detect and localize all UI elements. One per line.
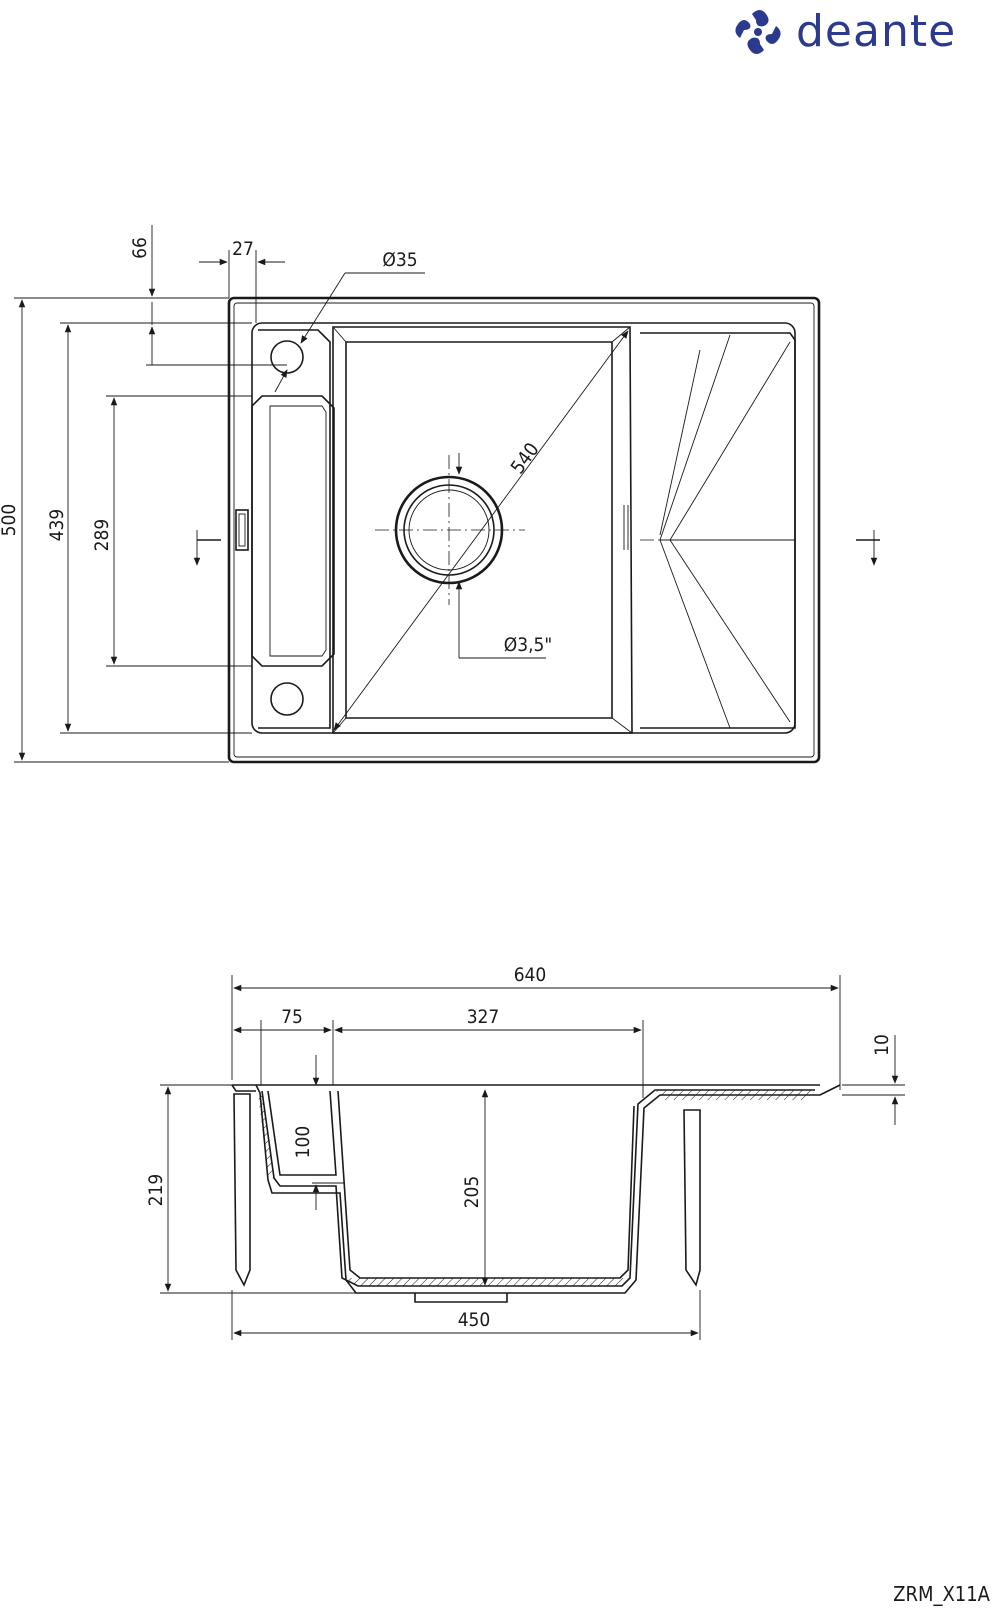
sink-inner-rim — [233, 302, 815, 758]
section-marker-left — [193, 530, 221, 566]
sink-outer-rim — [227, 296, 821, 764]
tap-hole-bottom — [270, 682, 304, 716]
dim-cabinet-width: 450 — [458, 1309, 491, 1331]
dim-width-total: 640 — [514, 964, 547, 986]
dim-depth-total: 500 — [0, 504, 20, 537]
worktop-left — [233, 1093, 251, 1287]
left-ledge — [251, 329, 335, 729]
dim-ledge-width: 75 — [281, 1006, 303, 1028]
dim-rim-thickness: 10 — [871, 1034, 893, 1056]
dim-bowl-depth-outer: 439 — [46, 509, 68, 542]
section-view: 640 75 327 10 219 100 205 450 — [145, 964, 905, 1340]
drawing-code: ZRM_X11A — [893, 1582, 991, 1606]
dim-tap-hole-inset: 27 — [232, 238, 254, 260]
drainer-board — [640, 332, 796, 729]
dim-drainer-slot-length: 289 — [91, 519, 113, 552]
dim-bowl-diagonal: 540 — [507, 439, 544, 478]
brand-logo: deante — [735, 6, 956, 57]
dim-tap-hole-diameter: Ø35 — [382, 249, 417, 271]
tap-hole-top — [270, 340, 304, 374]
drainer-slot — [251, 395, 335, 667]
dim-bowl-width: 327 — [467, 1006, 500, 1028]
dim-drain-diameter: Ø3,5" — [504, 634, 552, 656]
dim-tap-hole-offset: 66 — [129, 237, 151, 259]
overflow-slot — [235, 509, 249, 551]
dim-ledge-depth: 100 — [292, 1126, 314, 1159]
top-view: 500 439 289 66 27 Ø35 540 — [0, 225, 880, 764]
worktop-right — [683, 1109, 701, 1287]
section-marker-right — [856, 530, 880, 566]
brand-name: deante — [796, 6, 956, 57]
dim-bowl-depth: 205 — [461, 1176, 483, 1209]
sink-section-profile — [231, 1084, 841, 1303]
dim-overall-height: 219 — [145, 1174, 167, 1207]
brand-emblem-icon — [735, 10, 781, 54]
